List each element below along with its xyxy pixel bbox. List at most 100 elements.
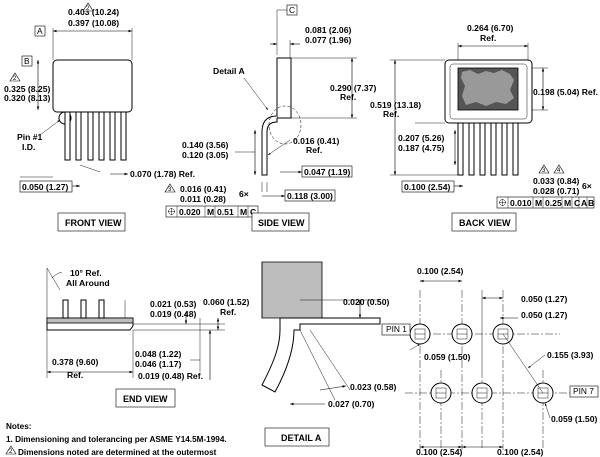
fcf-modifier: M (535, 198, 542, 208)
fcf-datum: C (574, 198, 580, 208)
datum-a: A (37, 26, 43, 36)
side-height-ref-2: Ref. (340, 92, 356, 102)
back-mult: 6× (582, 181, 592, 191)
note-triangle (553, 164, 565, 174)
side-lead-ref: 0.016 (0.41) (293, 136, 339, 146)
detail-leader (243, 77, 269, 111)
pitch-box (19, 180, 73, 193)
detail-top: 0.020 (0.50) (343, 297, 389, 307)
note-triangle (82, 2, 94, 12)
side-view: C 0.081 (2.06) 0.077 (1.96) Detail A 0.2… (164, 4, 376, 232)
front-width-max: 0.403 (10.24) (68, 7, 119, 17)
front-view: A 0.403 (10.24) 0.397 (10.08) 2 B 2 0.32… (4, 2, 195, 232)
pad-row-top (409, 323, 514, 345)
detail-a: 0.020 (0.50) 0.023 (0.58) 0.027 (0.70) D… (261, 261, 396, 447)
side-thickness-max: 0.081 (2.06) (305, 25, 351, 35)
side-view-title: SIDE VIEW (258, 218, 305, 228)
side-lead (261, 115, 278, 176)
fcf-value: 0.25 (545, 198, 562, 208)
side-thickness-min: 0.077 (1.96) (305, 35, 351, 45)
note-ref: 2 (13, 76, 17, 82)
side-lead-offset-box (301, 165, 353, 178)
back-view-title-box (451, 212, 517, 232)
fcf-datum: A (581, 198, 587, 208)
detail-a-circle (268, 105, 302, 145)
end-span-ref: Ref. (67, 370, 83, 380)
side-lead-thk-max: 0.016 (0.41) (180, 184, 226, 194)
fp-offset-1: 0.050 (1.27) (521, 294, 567, 304)
front-height-min: 0.320 (8.13) (4, 93, 50, 103)
component-body-front (52, 59, 133, 113)
notes-heading: Notes: (6, 422, 31, 431)
front-leads (64, 111, 127, 161)
detail-body (261, 261, 323, 319)
pin1-tag (381, 323, 411, 336)
fcf-modifier: M (564, 198, 571, 208)
leader (267, 139, 291, 156)
back-view-title: BACK VIEW (459, 218, 511, 228)
fp-pitch-top: 0.100 (2.54) (417, 266, 463, 276)
end-h-min: 0.046 (1.17) (135, 359, 181, 369)
detail-a-label: Detail A (213, 66, 245, 76)
note-2-triangle (5, 445, 17, 455)
end-view-title: END VIEW (123, 394, 168, 404)
detail-d1: 0.023 (0.58) (350, 382, 396, 392)
pcb-footprint: PIN 1 PIN 7 0.100 (2.54) 0.050 (1.27) 0.… (381, 266, 599, 457)
back-pad-width-ref: Ref. (480, 33, 496, 43)
side-overall: 0.118 (3.00) (287, 191, 333, 201)
note-ref: 2 (86, 6, 90, 12)
side-fcf: 0.020 M 0.51 M C (165, 205, 259, 218)
pin7-text: PIN 7 (573, 386, 594, 396)
note-2-num: 2 (9, 449, 13, 455)
fcf-value: 0.51 (217, 207, 234, 217)
leader (527, 354, 546, 369)
side-lead-thk-min: 0.011 (0.28) (180, 194, 226, 204)
side-height-ref: 0.290 (7.37) (330, 83, 376, 93)
pad-row-bottom (430, 382, 554, 404)
front-view-title: FRONT VIEW (65, 218, 122, 228)
notes: Notes: 1. Dimensioning and tolerancing p… (5, 422, 227, 457)
detail-a-title: DETAIL A (281, 433, 322, 443)
pin1-text: PIN 1 (386, 324, 407, 334)
front-lead-span: 0.070 (1.78) Ref. (130, 169, 195, 179)
fcf-modifier: M (240, 207, 247, 217)
datum-c: C (289, 5, 295, 15)
detail-d2: 0.027 (0.70) (328, 399, 374, 409)
back-view: 0.264 (6.70) Ref. 0.198 (5.04) Ref. 0.51… (370, 23, 598, 232)
end-angle: 10° Ref. (70, 268, 102, 278)
back-pitch: 0.100 (2.54) (404, 182, 450, 192)
ext-line (299, 329, 336, 401)
back-lead-w-min: 0.028 (0.71) (533, 186, 579, 196)
leader (544, 402, 551, 419)
fp-row-space: 0.155 (3.93) (547, 350, 593, 360)
side-lead-ref-2: Ref. (306, 145, 322, 155)
datum-b-box (21, 55, 33, 67)
lead-span-ext (79, 164, 101, 173)
back-lead-max: 0.207 (5.26) (398, 133, 444, 143)
side-view-title-box (251, 212, 310, 232)
pin1-label-2: I.D. (22, 142, 35, 152)
side-lead-len-min: 0.120 (3.05) (182, 150, 228, 160)
end-all-around: All Around (66, 278, 110, 288)
end-span: 0.378 (9.60) (52, 357, 98, 367)
arrow (319, 385, 347, 391)
side-mult: 6× (239, 189, 249, 199)
front-height-max: 0.325 (8.25) (4, 84, 50, 94)
back-fcf: 0.010 M 0.25 M C A B (496, 196, 595, 209)
body-inner (449, 63, 528, 120)
datum-b: B (24, 56, 30, 66)
angle-line (46, 267, 61, 291)
fcf-datum: C (250, 207, 256, 217)
fp-pad-1: 0.059 (1.50) (424, 352, 470, 362)
angle-arc (51, 271, 63, 279)
front-view-title-box (57, 212, 126, 232)
end-body-top (46, 317, 134, 324)
fp-pad-2: 0.059 (1.50) (551, 414, 597, 424)
back-overall-height-ref: Ref. (383, 109, 399, 119)
component-body-side (276, 57, 292, 119)
end-view: 10° Ref. All Around 0.021 (0.53) 0.019 (… (46, 267, 249, 408)
fp-pitch-bottom-1: 0.100 (2.54) (416, 447, 462, 457)
diag-line (502, 333, 544, 394)
fcf-tolerance: 0.010 (510, 198, 532, 208)
